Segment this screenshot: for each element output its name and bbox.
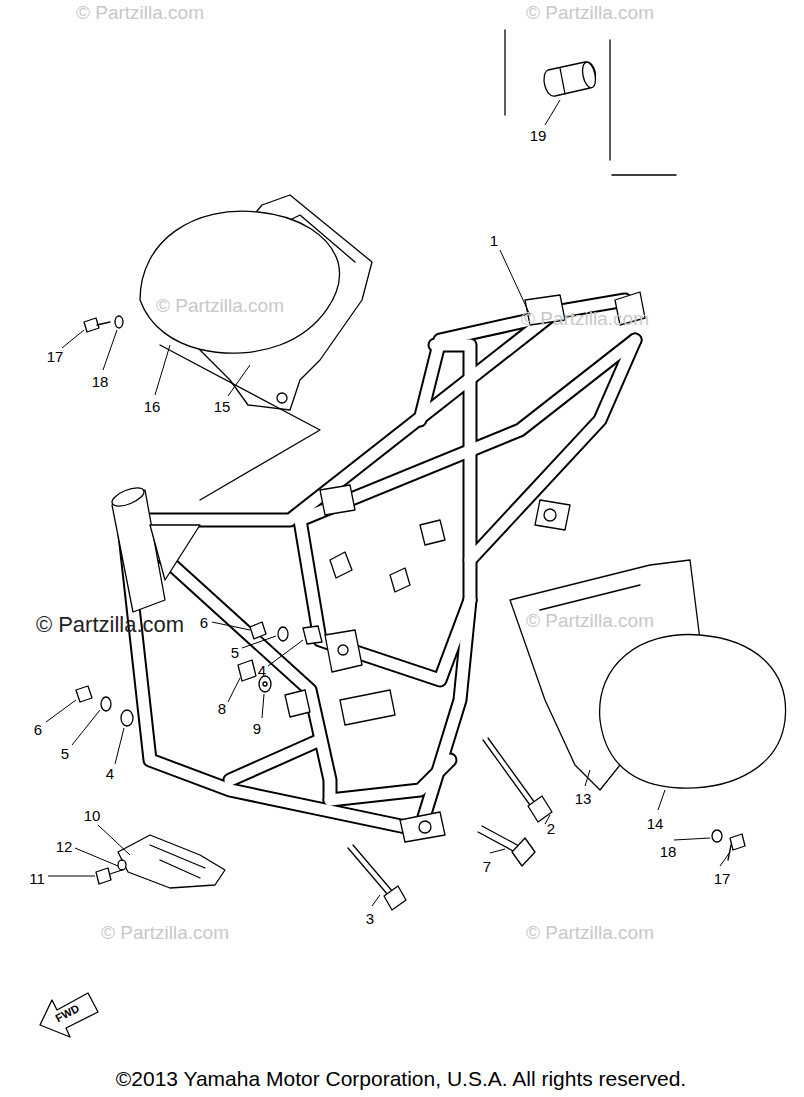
callout-number: 2 — [547, 821, 555, 836]
callout-number: 18 — [92, 374, 109, 389]
callout-number: 12 — [56, 839, 73, 854]
callout-number: 10 — [84, 808, 101, 823]
callout-number: 5 — [231, 645, 239, 660]
callout-number: 17 — [714, 871, 731, 886]
callout-number: 11 — [29, 871, 45, 886]
callout-number: 14 — [647, 816, 664, 831]
watermark: © Partzilla.com — [76, 3, 204, 22]
watermark: © Partzilla.com — [156, 296, 284, 315]
callout-number: 5 — [61, 746, 69, 761]
callout-number: 16 — [144, 399, 161, 414]
callout-number: 4 — [258, 663, 266, 678]
callout-number: 8 — [218, 701, 226, 716]
watermark: © Partzilla.com — [101, 923, 229, 942]
watermark: © Partzilla.com — [526, 3, 654, 22]
callout-number: 19 — [530, 128, 547, 143]
callout-number: 9 — [253, 721, 261, 736]
callout-number: 1 — [490, 233, 498, 248]
watermark: © Partzilla.com — [526, 611, 654, 630]
copyright-notice: ©2013 Yamaha Motor Corporation, U.S.A. A… — [116, 1068, 686, 1089]
callout-number: 6 — [200, 615, 208, 630]
callout-number: 18 — [660, 844, 677, 859]
callout-number: 7 — [483, 859, 491, 874]
callout-number: 15 — [214, 399, 231, 414]
watermark: © Partzilla.com — [36, 614, 184, 636]
direction-marker: FWD — [54, 1002, 81, 1023]
callout-number: 4 — [106, 766, 114, 781]
callout-number: 13 — [575, 791, 592, 806]
watermark: © Partzilla.com — [521, 309, 649, 328]
callout-number: 3 — [366, 911, 374, 926]
callout-number: 17 — [47, 349, 64, 364]
callout-number: 6 — [34, 722, 42, 737]
watermark: © Partzilla.com — [526, 923, 654, 942]
